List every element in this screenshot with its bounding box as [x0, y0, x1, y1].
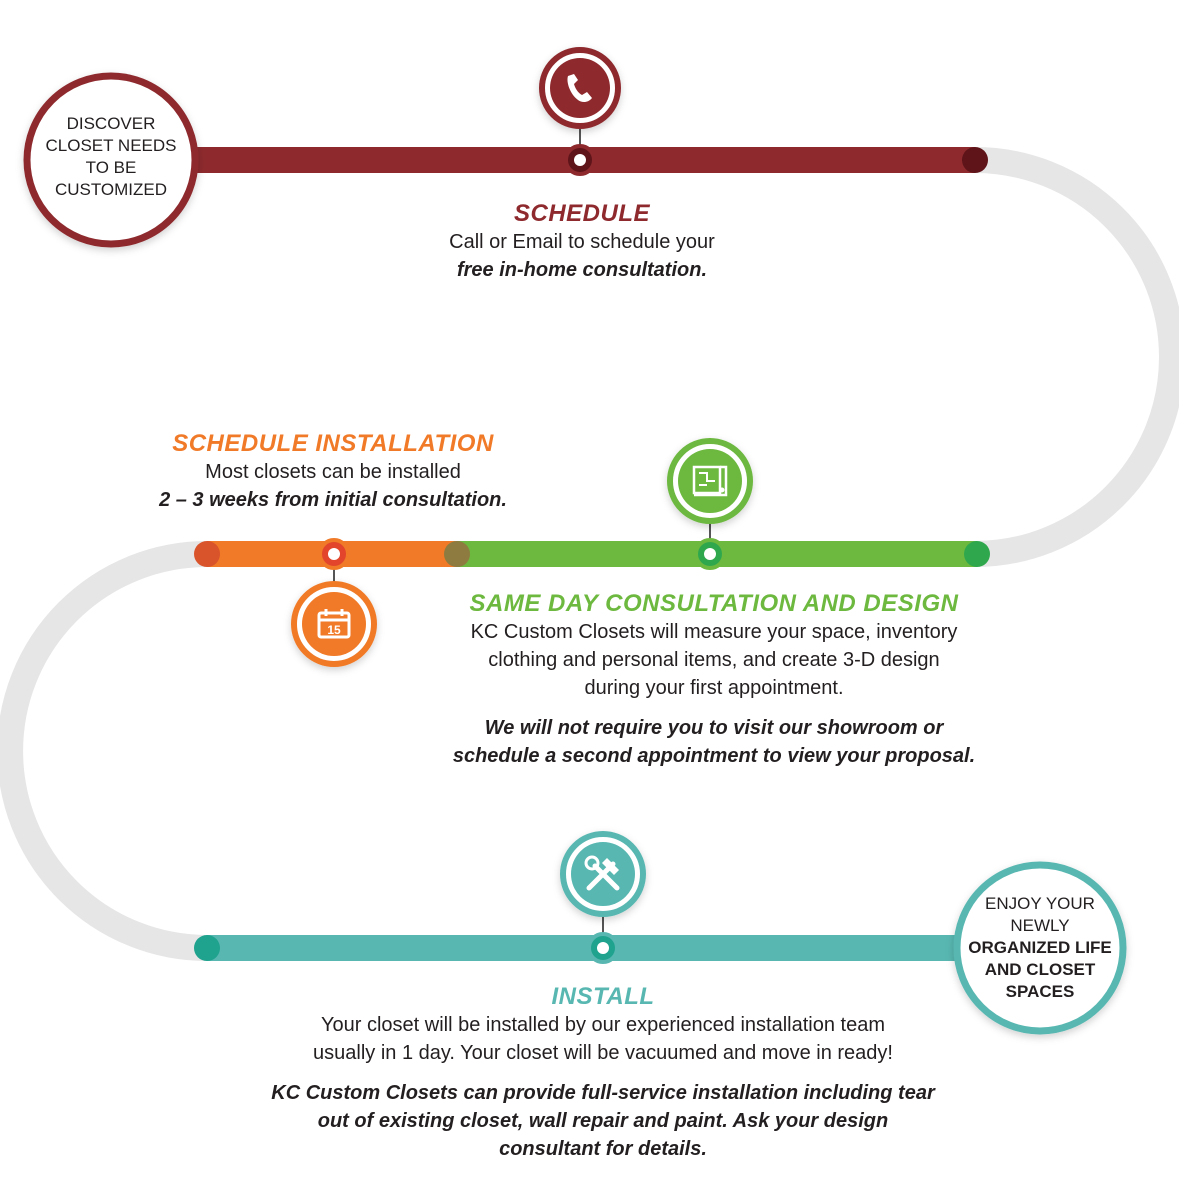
install-schedule-node-dot — [328, 548, 340, 560]
schedule-block: SCHEDULE Call or Email to schedule your … — [380, 200, 784, 284]
consultation-title: SAME DAY CONSULTATION AND DESIGN — [469, 590, 959, 617]
install-schedule-emphasis: 2 – 3 weeks from initial consultation. — [159, 489, 507, 511]
consultation-text-1: KC Custom Closets will measure your spac… — [470, 621, 958, 643]
end-line-4: AND CLOSET — [984, 960, 1096, 979]
track-curve-right — [974, 147, 1179, 567]
install-line-start — [194, 935, 220, 961]
install-node-dot — [597, 942, 609, 954]
start-line-1: DISCOVER — [66, 114, 156, 133]
install-emphasis-1: KC Custom Closets can provide full-servi… — [271, 1082, 935, 1104]
install-text-2: usually in 1 day. Your closet will be va… — [313, 1042, 893, 1064]
consultation-emphasis-2: schedule a second appointment to view yo… — [452, 745, 976, 767]
end-line-3: ORGANIZED LIFE — [968, 938, 1112, 957]
install-schedule-block: SCHEDULE INSTALLATION Most closets can b… — [120, 430, 546, 514]
tools-icon — [584, 855, 620, 891]
install-block: INSTALL Your closet will be installed by… — [230, 983, 976, 1163]
consultation-line-end — [964, 541, 990, 567]
start-bubble — [23, 72, 199, 248]
consultation-node-dot — [704, 548, 716, 560]
start-line-2: CLOSET NEEDS — [45, 136, 177, 155]
end-line-5: SPACES — [1005, 982, 1075, 1001]
install-schedule-line-start — [194, 541, 220, 567]
schedule-line-end — [962, 147, 988, 173]
schedule-text: Call or Email to schedule your — [449, 231, 715, 253]
end-bubble-text: ENJOY YOUR NEWLY ORGANIZED LIFE AND CLOS… — [962, 893, 1118, 1003]
calendar-icon-label: 15 — [327, 623, 341, 637]
schedule-emphasis: free in-home consultation. — [456, 259, 708, 281]
track-curve-left — [0, 541, 208, 961]
install-emphasis-3: consultant for details. — [499, 1138, 707, 1160]
phone-icon — [567, 74, 592, 103]
install-title: INSTALL — [551, 983, 655, 1010]
schedule-icon-disc — [550, 58, 610, 118]
install-schedule-text: Most closets can be installed — [205, 461, 461, 483]
consultation-line-start — [444, 541, 470, 567]
end-line-2: NEWLY — [1010, 916, 1070, 935]
schedule-node-dot — [574, 154, 586, 166]
consultation-text-2: clothing and personal items, and create … — [488, 649, 940, 671]
blueprint-icon — [692, 465, 728, 497]
start-line-3: TO BE — [85, 158, 137, 177]
start-bubble-text: DISCOVER CLOSET NEEDS TO BE CUSTOMIZED — [36, 113, 186, 201]
consultation-emphasis-1: We will not require you to visit our sho… — [484, 717, 944, 739]
consultation-text-3: during your first appointment. — [584, 677, 844, 699]
calendar-icon: 15 — [317, 609, 351, 639]
install-schedule-icon-disc — [302, 592, 366, 656]
install-text-1: Your closet will be installed by our exp… — [320, 1014, 886, 1036]
install-schedule-title: SCHEDULE INSTALLATION — [172, 430, 494, 457]
end-line-1: ENJOY YOUR — [985, 894, 1095, 913]
consultation-block: SAME DAY CONSULTATION AND DESIGN KC Cust… — [424, 590, 1004, 770]
schedule-title: SCHEDULE — [513, 200, 650, 227]
start-line-4: CUSTOMIZED — [54, 180, 168, 199]
end-bubble — [953, 861, 1127, 1035]
install-emphasis-2: out of existing closet, wall repair and … — [317, 1110, 889, 1132]
